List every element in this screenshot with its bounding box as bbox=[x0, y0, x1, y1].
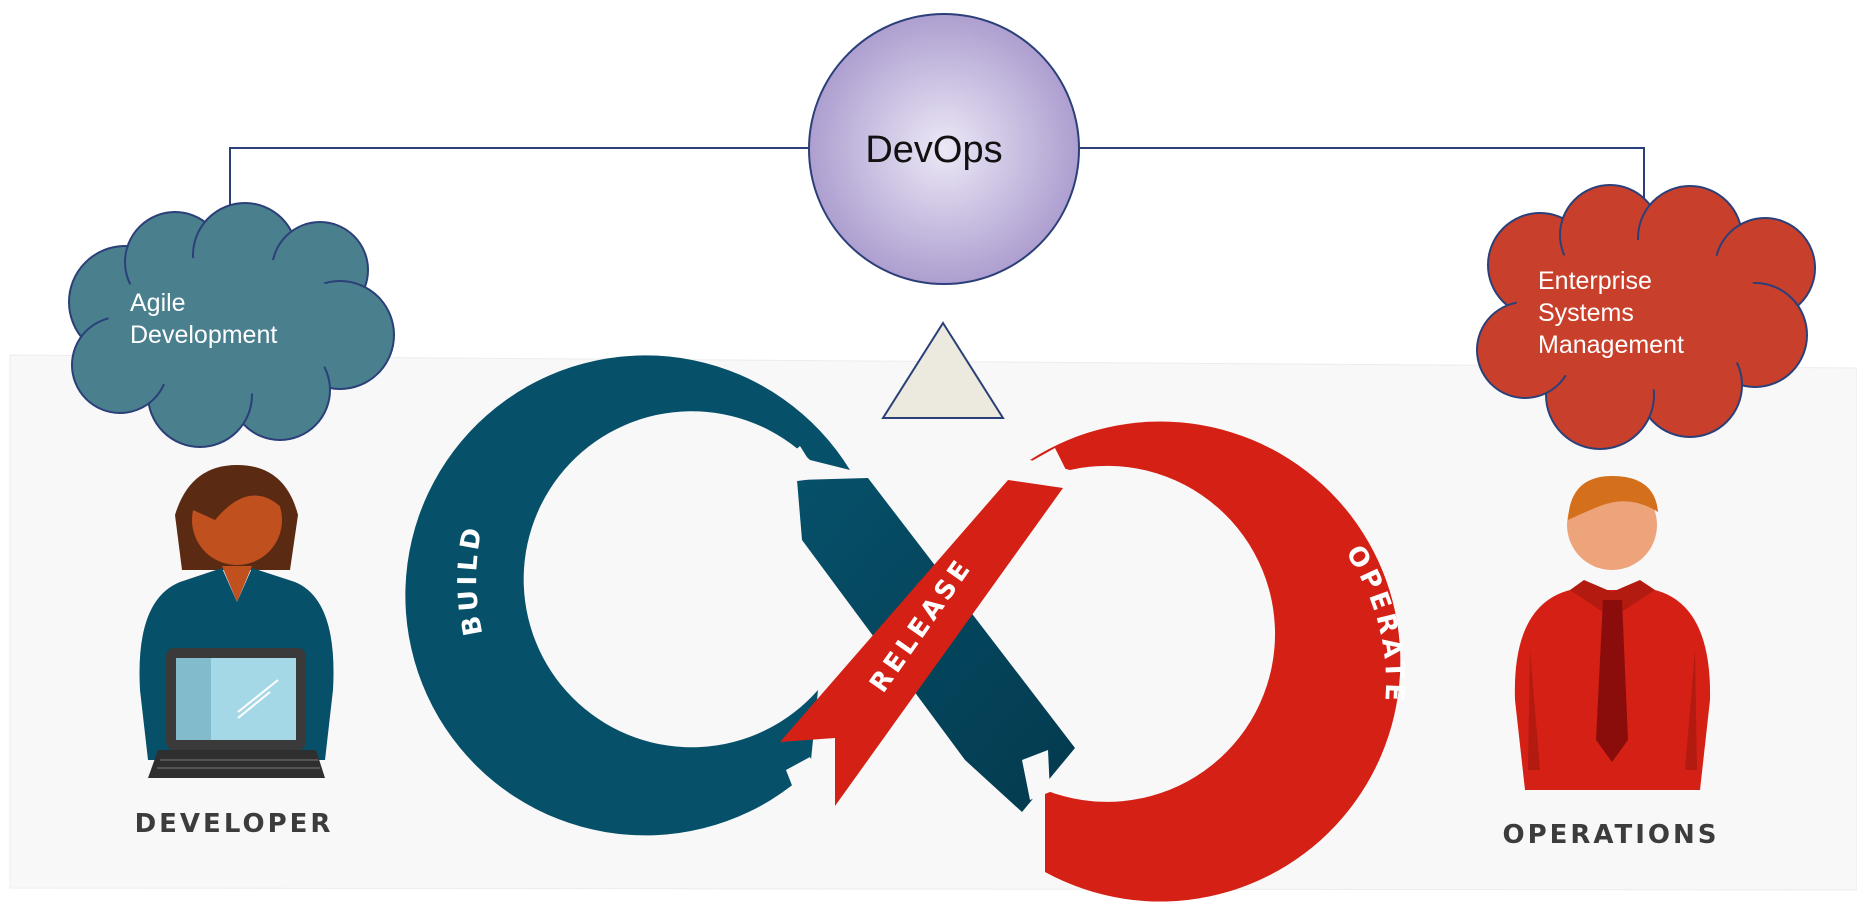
cloud-right-line-1: Enterprise bbox=[1538, 267, 1652, 295]
devops-hub: DevOps bbox=[808, 13, 1080, 285]
operate-segment bbox=[1030, 421, 1401, 902]
hub-label: DevOps bbox=[865, 129, 1002, 171]
role-label-operations: OPERATIONS bbox=[1502, 820, 1719, 850]
cloud-left-line-2: Development bbox=[130, 321, 277, 349]
build-segment bbox=[405, 355, 850, 836]
change-triangle bbox=[881, 321, 1005, 419]
agile-development-cloud: Agile Development bbox=[68, 202, 395, 448]
role-label-developer: DEVELOPER bbox=[135, 809, 334, 839]
enterprise-systems-management-cloud: Enterprise Systems Management bbox=[1476, 184, 1816, 450]
operations-person-with-tie-icon bbox=[1514, 476, 1711, 790]
connector-lines bbox=[229, 147, 1645, 232]
loop-label-build: BUILD bbox=[453, 522, 489, 638]
devops-infinity-loop: BUILD RELEASE OPERATE bbox=[405, 355, 1405, 902]
cloud-right-line-2: Systems bbox=[1538, 299, 1634, 327]
developer-with-laptop-icon bbox=[139, 465, 334, 778]
cloud-left-line-1: Agile bbox=[130, 289, 186, 317]
svg-text:Enterprise Systems: Enterprise Systems Management bbox=[1538, 267, 1684, 359]
svg-text:Agile Development: Agile Development bbox=[130, 289, 277, 349]
release-segment bbox=[780, 480, 1063, 806]
cloud-right-line-3: Management bbox=[1538, 331, 1684, 359]
